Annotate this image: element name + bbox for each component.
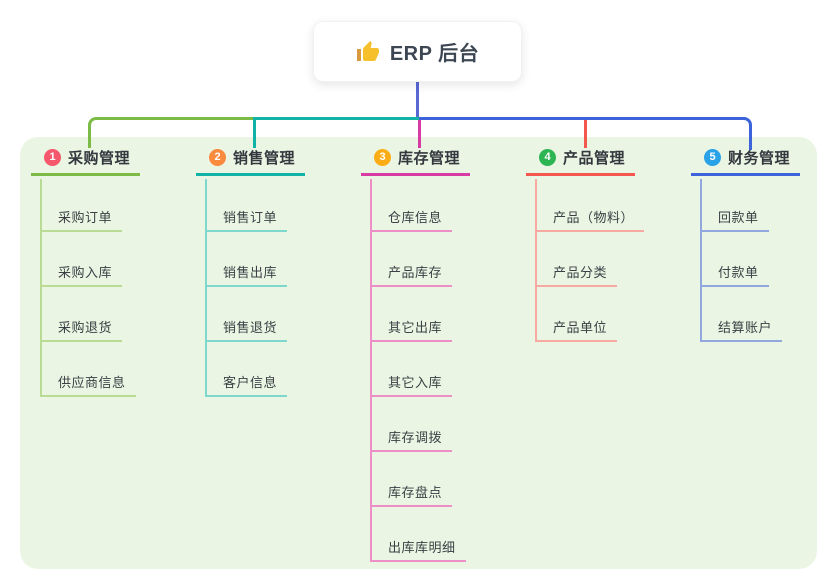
connector-branch3-drop bbox=[418, 120, 421, 148]
branches-panel bbox=[20, 137, 817, 569]
branch-topic[interactable]: 1 采购管理 bbox=[31, 148, 141, 176]
branch-topic-label: 财务管理 bbox=[728, 150, 791, 167]
subtopic-item[interactable]: 客户信息 bbox=[205, 372, 288, 397]
branch-topic-label: 采购管理 bbox=[68, 150, 131, 167]
thumbs-up-icon bbox=[356, 40, 380, 64]
branch-spine bbox=[40, 179, 42, 396]
branch-number-badge: 3 bbox=[374, 149, 391, 166]
subtopic-item[interactable]: 采购入库 bbox=[40, 262, 123, 287]
branch-topic[interactable]: 5 财务管理 bbox=[691, 148, 801, 176]
branch-topic-label: 销售管理 bbox=[233, 150, 296, 167]
connector-branch1-elbow bbox=[88, 117, 253, 148]
subtopic-item[interactable]: 销售出库 bbox=[205, 262, 288, 287]
branch-spine bbox=[370, 179, 372, 561]
subtopic-item[interactable]: 产品（物料） bbox=[535, 207, 645, 232]
branch-topic-label: 产品管理 bbox=[563, 150, 626, 167]
subtopic-item[interactable]: 销售退货 bbox=[205, 317, 288, 342]
connector-branch2-bus bbox=[253, 117, 419, 120]
branch-number-badge: 4 bbox=[539, 149, 556, 166]
connector-branch2-drop bbox=[253, 117, 256, 148]
branch-spine bbox=[205, 179, 207, 396]
connector-root-drop bbox=[416, 81, 419, 120]
connector-branch4-drop bbox=[584, 120, 587, 148]
subtopic-item[interactable]: 回款单 bbox=[700, 207, 769, 232]
branch-number-badge: 2 bbox=[209, 149, 226, 166]
branch-number-badge: 1 bbox=[44, 149, 61, 166]
branch-topic[interactable]: 4 产品管理 bbox=[526, 148, 636, 176]
subtopic-item[interactable]: 采购订单 bbox=[40, 207, 123, 232]
root-topic[interactable]: ERP 后台 bbox=[313, 21, 522, 82]
subtopic-item[interactable]: 产品分类 bbox=[535, 262, 618, 287]
root-topic-label: ERP 后台 bbox=[389, 43, 480, 65]
subtopic-item[interactable]: 出库库明细 bbox=[370, 537, 466, 562]
branch-topic[interactable]: 2 销售管理 bbox=[196, 148, 306, 176]
subtopic-item[interactable]: 供应商信息 bbox=[40, 372, 136, 397]
connector-branch5-elbow bbox=[419, 117, 752, 150]
subtopic-item[interactable]: 库存调拨 bbox=[370, 427, 453, 452]
subtopic-item[interactable]: 结算账户 bbox=[700, 317, 783, 342]
subtopic-item[interactable]: 采购退货 bbox=[40, 317, 123, 342]
branch-spine bbox=[535, 179, 537, 341]
subtopic-item[interactable]: 库存盘点 bbox=[370, 482, 453, 507]
subtopic-item[interactable]: 产品库存 bbox=[370, 262, 453, 287]
branch-topic-label: 库存管理 bbox=[398, 150, 461, 167]
subtopic-item[interactable]: 其它出库 bbox=[370, 317, 453, 342]
subtopic-item[interactable]: 付款单 bbox=[700, 262, 769, 287]
subtopic-item[interactable]: 其它入库 bbox=[370, 372, 453, 397]
branch-topic[interactable]: 3 库存管理 bbox=[361, 148, 471, 176]
branch-number-badge: 5 bbox=[704, 149, 721, 166]
subtopic-item[interactable]: 销售订单 bbox=[205, 207, 288, 232]
branch-spine bbox=[700, 179, 702, 341]
subtopic-item[interactable]: 产品单位 bbox=[535, 317, 618, 342]
subtopic-item[interactable]: 仓库信息 bbox=[370, 207, 453, 232]
